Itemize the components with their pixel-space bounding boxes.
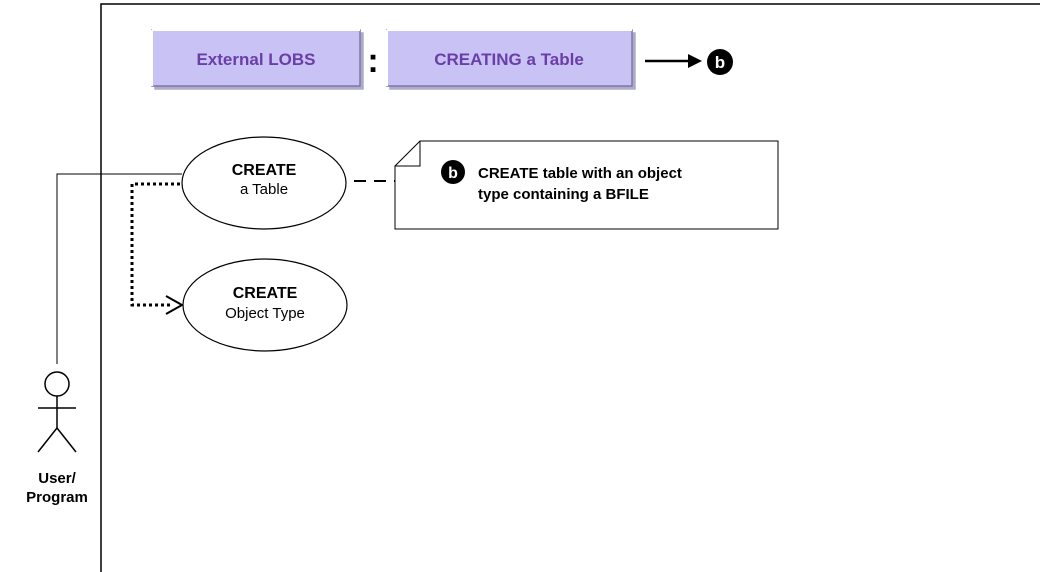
header-box-external-lobs-label: External LOBS bbox=[196, 50, 315, 69]
include-dependency-line bbox=[130, 182, 180, 307]
actor-icon bbox=[37, 371, 77, 453]
note-marker-label: b bbox=[448, 165, 458, 182]
note-text-line2: type containing a BFILE bbox=[478, 186, 649, 203]
include-dependency-arrowhead bbox=[165, 295, 185, 315]
actor-association-line bbox=[56, 173, 182, 364]
header-box-external-lobs[interactable]: External LOBS bbox=[151, 29, 361, 87]
actor-label-line1: User/ bbox=[38, 470, 76, 487]
header-box-creating-table[interactable]: CREATING a Table bbox=[386, 29, 633, 87]
actor-label-line2: Program bbox=[26, 489, 88, 506]
note-marker bbox=[441, 160, 465, 184]
use-case-create-table-line2: a Table bbox=[240, 181, 288, 198]
header-box-creating-table-label: CREATING a Table bbox=[434, 50, 584, 69]
header-ref-marker[interactable]: b bbox=[707, 49, 733, 75]
use-case-create-table[interactable]: CREATE a Table bbox=[181, 136, 347, 230]
use-case-create-object-type[interactable]: CREATE Object Type bbox=[182, 258, 348, 352]
use-case-create-object-type-line2: Object Type bbox=[225, 305, 305, 322]
system-boundary bbox=[100, 3, 1040, 572]
header-separator: : bbox=[367, 42, 378, 80]
note-box: b CREATE table with an object type conta… bbox=[394, 140, 779, 230]
note-text-line1: CREATE table with an object bbox=[478, 165, 682, 182]
header-arrow-head bbox=[688, 54, 702, 68]
header-ref-marker-label: b bbox=[715, 53, 725, 72]
use-case-create-table-line1: CREATE bbox=[232, 162, 297, 179]
use-case-create-object-type-line1: CREATE bbox=[233, 285, 298, 302]
